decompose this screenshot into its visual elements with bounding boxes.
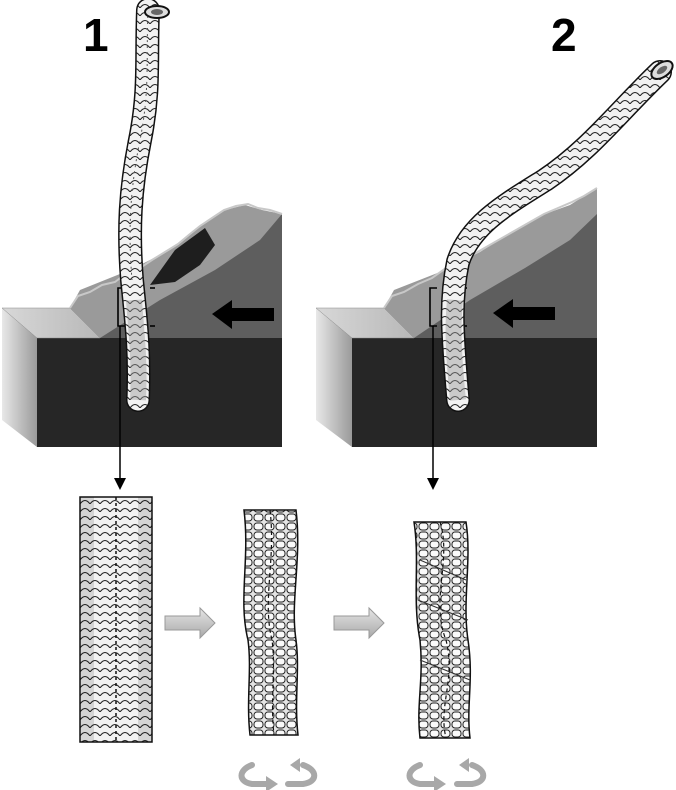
panel-2-block — [315, 187, 598, 447]
rotation-arrows-1 — [238, 758, 318, 790]
detail-twisted-segment-b — [413, 521, 472, 739]
pressure-arrow — [493, 299, 555, 328]
slope-rear-face — [100, 214, 282, 338]
panel-label-2: 2 — [551, 9, 577, 61]
stem-1 — [118, 0, 170, 412]
rotation-arrows-2 — [406, 758, 487, 790]
process-arrow-1 — [164, 606, 216, 640]
detail-straight-segment — [79, 496, 153, 743]
panel-label-1: 1 — [83, 9, 109, 61]
block-side-face — [2, 308, 37, 447]
pressure-arrow — [212, 300, 274, 329]
process-arrow-2 — [333, 606, 385, 640]
stem-2 — [440, 60, 674, 412]
block-front-face — [37, 338, 282, 447]
slope-ridge — [383, 187, 598, 309]
block-front-face — [352, 338, 597, 447]
detail-twisted-segment-a — [243, 509, 299, 736]
slope-ridge — [69, 202, 283, 309]
block-side-face — [316, 308, 352, 447]
slope-shadow — [150, 228, 215, 285]
